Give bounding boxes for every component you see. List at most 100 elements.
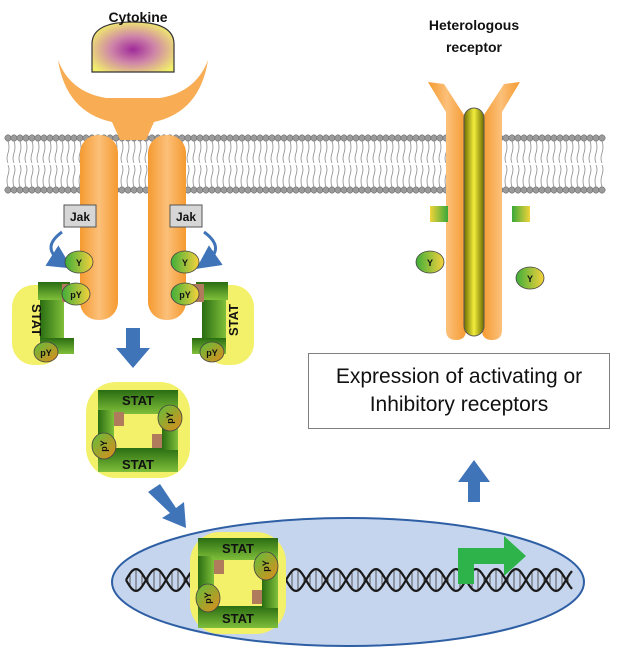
lipid-tail: [258, 140, 262, 188]
lipid-tail: [72, 140, 76, 188]
lipid-head: [388, 134, 396, 142]
lipid-head: [382, 186, 390, 194]
lipid-head: [226, 186, 234, 194]
lipid-head: [202, 134, 210, 142]
lipid-tail: [408, 140, 412, 188]
lipid-head: [346, 134, 354, 142]
phosphorylation-arrow-right: [196, 230, 223, 269]
lipid-tail: [12, 140, 16, 188]
lipid-tail: [600, 140, 604, 188]
hetero-core-chain: [463, 107, 485, 337]
lipid-head: [394, 134, 402, 142]
lipid-head: [322, 186, 330, 194]
lipid-tail: [132, 140, 136, 188]
stat-dimer-dna: STAT STAT pY pY: [190, 532, 286, 634]
lipid-head: [268, 134, 276, 142]
lipid-tail: [432, 140, 436, 188]
lipid-head: [586, 134, 594, 142]
stat-right: STAT pY: [190, 282, 254, 365]
py-label: pY: [261, 560, 271, 572]
lipid-head: [592, 134, 600, 142]
jak-right: Jak: [169, 204, 203, 228]
lipid-head: [280, 186, 288, 194]
lipid-head: [568, 186, 576, 194]
lipid-head: [412, 186, 420, 194]
stat-left: STAT pY: [12, 282, 76, 365]
lipid-head: [508, 186, 516, 194]
lipid-tail: [534, 140, 538, 188]
lipid-head: [502, 134, 510, 142]
lipid-tail: [342, 140, 346, 188]
lipid-head: [46, 134, 54, 142]
lipid-head: [514, 186, 522, 194]
lipid-head: [136, 186, 144, 194]
jak-label: Jak: [70, 210, 90, 224]
lipid-head: [214, 186, 222, 194]
lipid-head: [16, 186, 24, 194]
lipid-head: [34, 134, 42, 142]
tyrosine-site-right: Y: [170, 250, 200, 274]
py-label: pY: [206, 348, 218, 358]
lipid-head: [250, 186, 258, 194]
lipid-tail: [588, 140, 592, 188]
lipid-head: [430, 134, 438, 142]
tyrosine-label: Y: [427, 258, 433, 268]
lipid-head: [316, 186, 324, 194]
lipid-tail: [204, 140, 208, 188]
hetero-motif-left: [430, 206, 448, 222]
lipid-head: [352, 186, 360, 194]
lipid-head: [262, 134, 270, 142]
lipid-head: [430, 186, 438, 194]
lipid-head: [418, 134, 426, 142]
lipid-head: [238, 134, 246, 142]
heterologous-label-line2: receptor: [446, 39, 503, 55]
lipid-tail: [426, 140, 430, 188]
lipid-head: [574, 186, 582, 194]
lipid-head: [262, 186, 270, 194]
lipid-head: [10, 186, 18, 194]
lipid-head: [358, 186, 366, 194]
py-label: pY: [165, 412, 175, 424]
expression-arrow: [458, 460, 490, 502]
lipid-tail: [378, 140, 382, 188]
lipid-head: [520, 134, 528, 142]
lipid-head: [196, 186, 204, 194]
tyrosine-site-left: Y: [64, 250, 94, 274]
lipid-tail: [306, 140, 310, 188]
lipid-head: [208, 134, 216, 142]
lipid-head: [532, 134, 540, 142]
lipid-head: [598, 186, 606, 194]
lipid-head: [544, 186, 552, 194]
lipid-head: [34, 186, 42, 194]
lipid-head: [22, 186, 30, 194]
lipid-tail: [582, 140, 586, 188]
stat-left-py: [33, 341, 59, 363]
py-site-left-receptor: pY: [61, 282, 91, 306]
stat-dna-top: [198, 538, 278, 560]
lipid-head: [562, 134, 570, 142]
lipid-head: [40, 186, 48, 194]
lipid-head: [370, 186, 378, 194]
py-label: pY: [70, 290, 82, 300]
lipid-tail: [144, 140, 148, 188]
lipid-head: [340, 134, 348, 142]
lipid-tail: [330, 140, 334, 188]
lipid-head: [514, 134, 522, 142]
lipid-head: [16, 134, 24, 142]
lipid-tail: [270, 140, 274, 188]
lipid-head: [550, 186, 558, 194]
lipid-head: [256, 134, 264, 142]
lipid-head: [358, 134, 366, 142]
lipid-head: [310, 134, 318, 142]
jak-label: Jak: [176, 210, 196, 224]
lipid-head: [52, 186, 60, 194]
dimerization-arrow: [116, 328, 150, 368]
lipid-head: [520, 186, 528, 194]
lipid-head: [196, 134, 204, 142]
stat-left-label: STAT: [29, 304, 44, 336]
cytokine-label: Cytokine: [108, 9, 167, 25]
stat-dimer-label-bottom: STAT: [122, 457, 154, 472]
lipid-head: [220, 134, 228, 142]
lipid-head: [208, 186, 216, 194]
